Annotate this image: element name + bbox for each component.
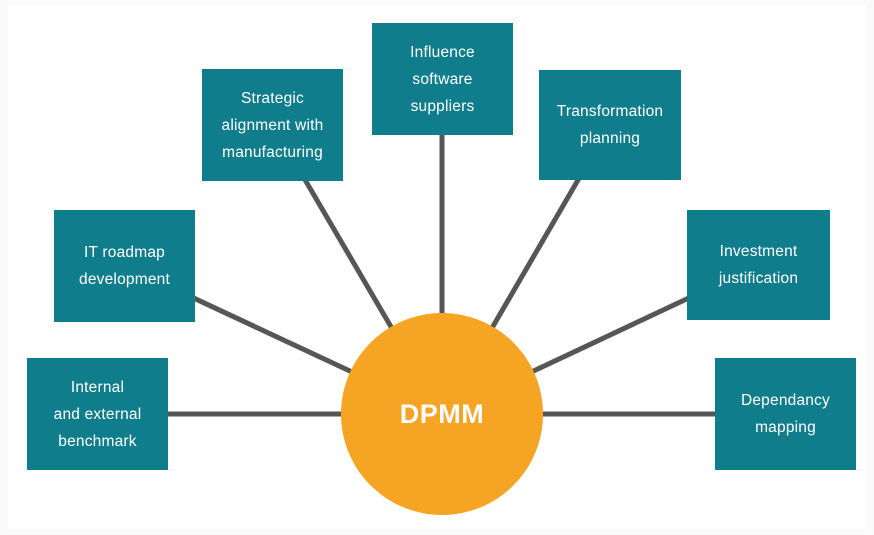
node-label-line: and external	[53, 405, 142, 423]
node-label-line: Strategic	[241, 89, 304, 107]
node-label-line: alignment with	[221, 116, 324, 134]
node-label-line: justification	[718, 270, 799, 287]
node-label-line: development	[79, 271, 170, 288]
center-node-label: DPMM	[399, 398, 485, 429]
node-dependancy-mapping: Dependancy mapping	[715, 358, 856, 470]
node-label-line: Transformation	[556, 103, 664, 120]
center-node-dpmm: DPMM	[341, 313, 543, 515]
node-label-line: Dependancy	[740, 392, 831, 409]
node-internal-and-external-benchmark: Internal and external benchmark	[27, 358, 168, 470]
node-strategic-alignment-with-manufacturing: Strategic alignment with manufacturing	[202, 69, 343, 181]
node-label-line: IT roadmap	[84, 244, 165, 261]
node-label-line: planning	[579, 130, 641, 147]
node-label-line: mapping	[755, 419, 816, 436]
node-label-line: Internal	[70, 378, 125, 396]
node-label-line: manufacturing	[222, 143, 323, 161]
node-influence-software-suppliers: Influence software suppliers	[372, 23, 513, 135]
node-label-line: suppliers	[410, 97, 475, 115]
node-it-roadmap-development: IT roadmap development	[54, 210, 195, 322]
node-label-line: benchmark	[58, 432, 137, 450]
node-label-line: Influence	[410, 43, 475, 61]
node-label-line: Investment	[719, 243, 798, 260]
node-investment-justification: Investment justification	[687, 210, 830, 320]
node-transformation-planning: Transformation planning	[539, 70, 681, 180]
node-label-line: software	[412, 70, 473, 88]
